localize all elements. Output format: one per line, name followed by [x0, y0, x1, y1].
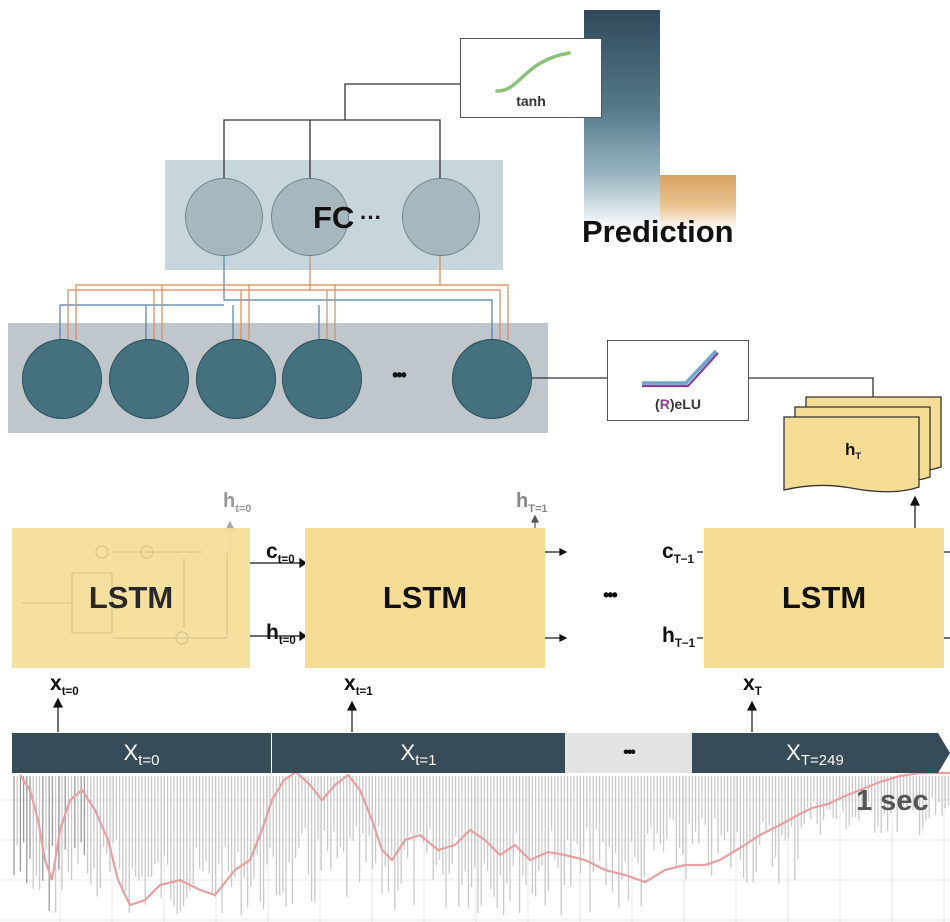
- c-in-3-base: c: [662, 540, 674, 563]
- input-seg-1-sub: t=0: [138, 751, 160, 769]
- duration-label: 1 sec: [856, 785, 929, 817]
- lstm-internal-diagram-icon: [22, 545, 228, 645]
- signal-waveform: [13, 776, 950, 916]
- lstm-cell-1: LSTM: [12, 528, 250, 668]
- c-out-1-base: c: [266, 540, 278, 563]
- fc-node-3: [402, 178, 480, 256]
- lstm-cell-2: LSTM: [305, 528, 545, 668]
- h-in-3-base: h: [662, 624, 675, 647]
- tanh-activation-box: tanh: [460, 38, 602, 118]
- lstm-cell-3: LSTM: [704, 528, 944, 668]
- dense-node-2: [109, 339, 189, 419]
- lstm-label-3: LSTM: [781, 580, 867, 615]
- x-in-1-base: x: [50, 672, 62, 695]
- prediction-label: Prediction: [582, 214, 734, 249]
- x-in-3-base: x: [743, 672, 755, 695]
- x-in-cell-3: xT: [743, 672, 762, 699]
- input-seg-2-base: X: [400, 740, 416, 765]
- fc-node-1: [185, 178, 263, 256]
- relu-label: (R)eLU: [608, 396, 748, 412]
- dense-ellipsis: •••: [392, 365, 407, 385]
- tanh-label: tanh: [516, 93, 546, 109]
- h-in-3-sub: T−1: [674, 638, 696, 651]
- relu-r: R: [659, 396, 670, 412]
- input-seg-1-base: X: [123, 740, 139, 765]
- hidden-output-sub: T: [855, 451, 862, 462]
- h-top-2-base: h: [516, 490, 529, 512]
- h-top-1-base: h: [223, 490, 236, 512]
- input-seg-2-sub: t=1: [415, 751, 437, 769]
- input-segment-ellipsis: •••: [565, 733, 692, 773]
- dense-node-3: [196, 339, 276, 419]
- lstm-label-1: LSTM: [88, 580, 174, 615]
- fc-label: FC: [313, 200, 355, 235]
- x-in-2-sub: t=1: [355, 686, 373, 699]
- x-in-1-sub: t=0: [61, 686, 79, 699]
- h-out-1-sub: t=0: [278, 635, 296, 648]
- c-in-3-sub: T−1: [673, 554, 694, 567]
- h-top-cell-1: ht=0: [223, 490, 252, 515]
- fc-node-2: [271, 178, 349, 256]
- lstm-ellipsis: •••: [603, 585, 618, 605]
- relu-activation-box: (R)eLU: [607, 340, 749, 421]
- lstm-label-2: LSTM: [382, 580, 468, 615]
- input-seg-ellipsis-text: •••: [623, 744, 636, 761]
- h-top-2-sub: T=1: [528, 502, 548, 515]
- c-in-cell-3: cT−1: [662, 540, 694, 567]
- hidden-output-base: h: [845, 440, 856, 459]
- x-in-cell-2: xt=1: [344, 672, 373, 699]
- fc-ellipsis: ···: [360, 205, 382, 230]
- h-top-1-sub: t=0: [235, 502, 252, 515]
- dense-node-1: [22, 339, 102, 419]
- relu-curve-icon: [642, 349, 719, 388]
- hidden-output-label: hT: [845, 440, 862, 462]
- input-seg-4-base: X: [786, 740, 801, 765]
- relu-rest: )eLU: [669, 396, 701, 412]
- signal-envelope: [19, 770, 950, 907]
- x-in-3-sub: T: [754, 686, 762, 699]
- h-top-cell-2: hT=1: [516, 490, 548, 515]
- prediction-bar-secondary: [660, 175, 736, 230]
- h-out-cell-1: ht=0: [266, 621, 296, 648]
- dense-node-5: [452, 339, 532, 419]
- x-in-cell-1: xt=0: [50, 672, 79, 699]
- relu-paren: (: [655, 396, 660, 412]
- h-out-1-base: h: [266, 621, 279, 644]
- x-in-2-base: x: [344, 672, 356, 695]
- tanh-curve-icon: [495, 51, 571, 93]
- h-in-cell-3: hT−1: [662, 624, 696, 651]
- dense-node-4: [282, 339, 362, 419]
- input-seg-4-sub: T=249: [800, 751, 844, 769]
